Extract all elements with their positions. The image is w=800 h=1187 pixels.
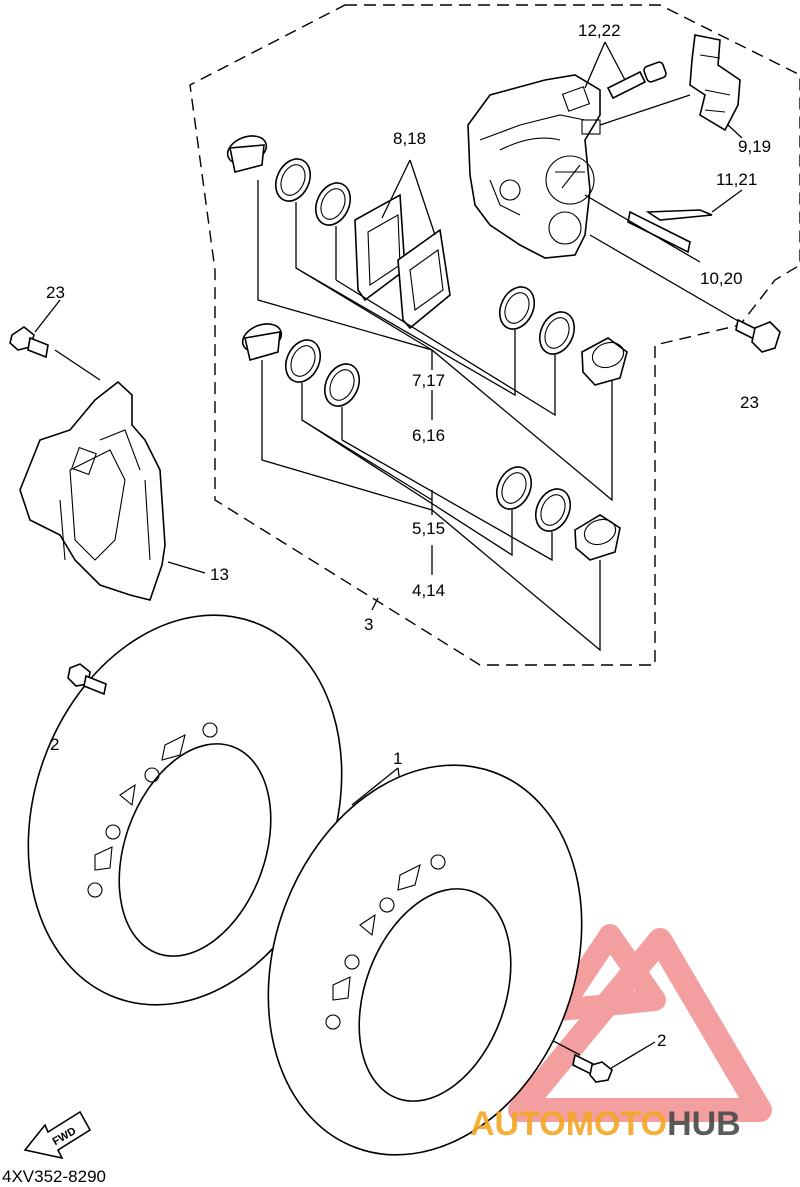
callout-6-16: 6,16 [412,426,445,445]
leader-lines [34,41,746,1071]
pistons-upper [226,135,628,386]
lower-caliper-body [19,380,166,601]
callout-1: 1 [393,749,402,768]
caliper-assembly-boundary [189,4,800,666]
bleed-screw [606,61,667,100]
brake-disc-rear [27,614,343,1006]
callout-5-15: 5,15 [412,519,445,538]
brake-pads [354,193,451,330]
callout-8-18: 8,18 [393,129,426,148]
watermark-text-dark: HUB [667,1105,741,1143]
fwd-arrow-icon: FWD [23,1110,92,1160]
watermark-logo [508,924,772,1122]
disc-bolt-bottom [572,1053,613,1083]
callout-9-19: 9,19 [738,137,771,156]
callout-11-21: 11,21 [716,170,757,189]
brake-disc-front [267,764,583,1156]
callout-2-top: 2 [50,735,59,754]
callout-10-20: 10,20 [700,269,743,288]
callout-3: 3 [364,615,373,634]
callout-23-right: 23 [740,393,759,412]
callout-2-bottom: 2 [657,1031,666,1050]
pistons-lower [241,323,621,561]
pad-spring-clip [689,34,741,132]
caliper-bolt-left [9,326,49,359]
pad-pin [627,209,713,254]
watermark-text-accent: AUTOMOTO [470,1105,667,1143]
diagram-code: 4XV352-8290 [2,1167,106,1186]
callout-23-left: 23 [46,283,65,302]
watermark-text: AUTOMOTOHUB [470,1105,741,1143]
disc-bolt-top [67,663,107,696]
caliper-bolt-right [735,318,781,353]
callout-12-22: 12,22 [578,21,621,40]
callout-4-14: 4,14 [412,581,445,600]
callout-7-17: 7,17 [412,371,445,390]
upper-caliper-body [467,74,601,259]
callout-13: 13 [210,565,229,584]
